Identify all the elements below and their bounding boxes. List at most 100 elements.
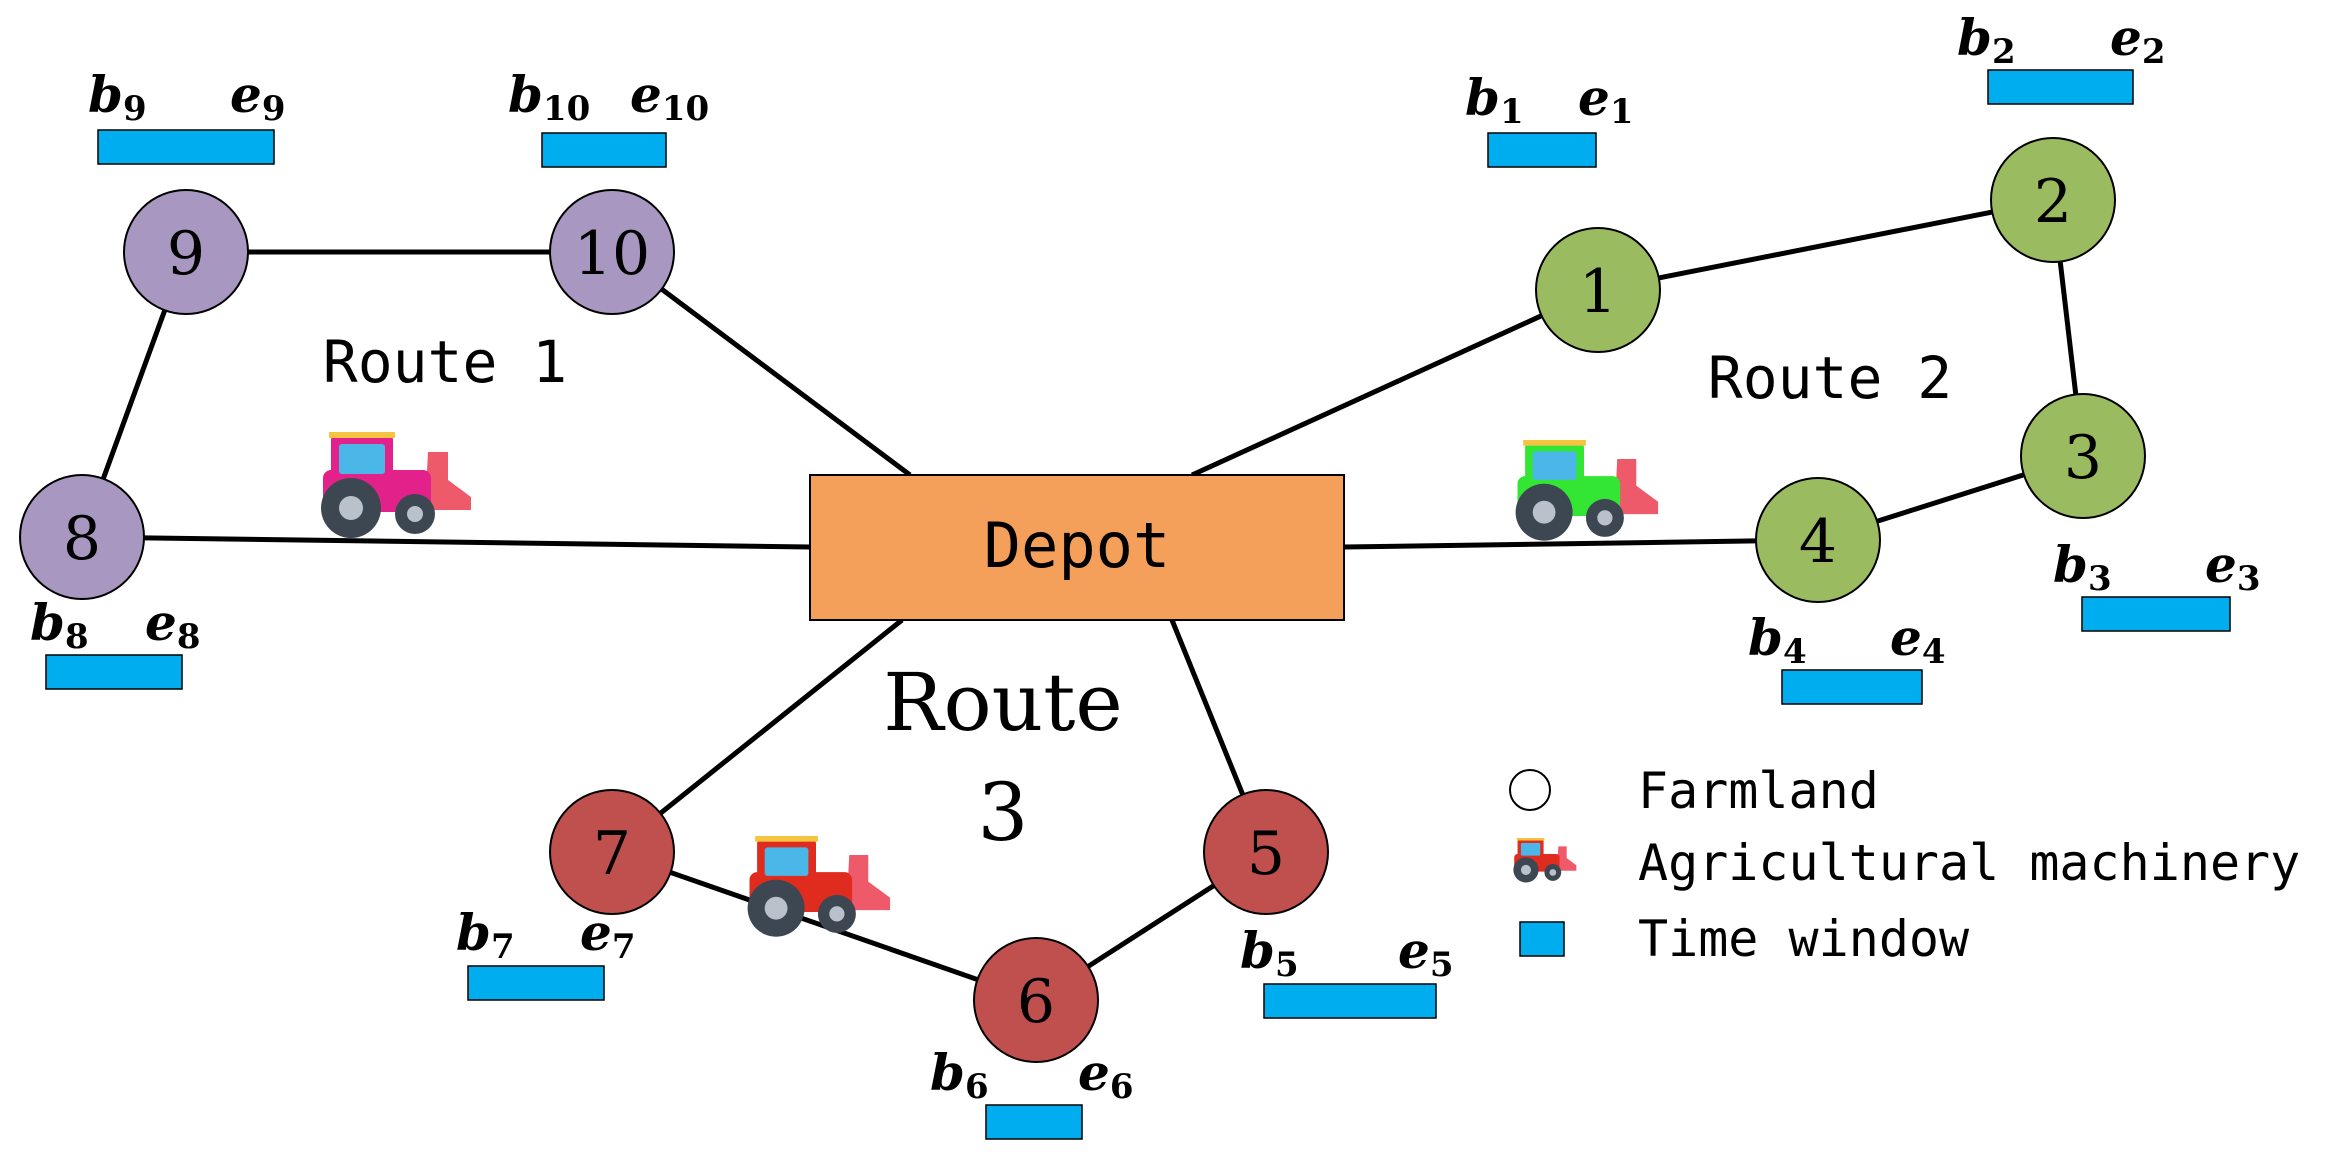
farmland-circle bbox=[973, 937, 1099, 1063]
route-1-label: Route 1 bbox=[323, 328, 567, 396]
time-window-bar bbox=[1263, 983, 1437, 1019]
time-window-begin-label: b1 bbox=[1465, 68, 1524, 132]
farmland-nodes: 1 2 3 4 5 6 7 8 9 10 bbox=[19, 137, 2146, 1063]
time-window-1: b1 e1 bbox=[1465, 68, 1633, 168]
farmland-circle bbox=[1755, 477, 1881, 603]
time-window-8: b8 e8 bbox=[30, 593, 200, 690]
time-window-bar bbox=[541, 132, 667, 168]
time-window-end-label: e9 bbox=[230, 65, 285, 129]
legend: Farmland Agricultural machinery Time win… bbox=[1509, 762, 2300, 968]
farmland-node-7: 7 bbox=[549, 789, 675, 915]
farmland-circle bbox=[1535, 227, 1661, 353]
time-window-end-subscript: 10 bbox=[662, 89, 709, 129]
time-window-begin-subscript: 9 bbox=[123, 89, 147, 129]
edge-5-6 bbox=[1086, 883, 1216, 969]
farmland-node-4: 4 bbox=[1755, 477, 1881, 603]
circle-icon bbox=[1509, 769, 1551, 811]
time-window-begin-subscript: 4 bbox=[1783, 632, 1807, 672]
time-window-end-label: e10 bbox=[630, 65, 709, 129]
route-2-label: Route 2 bbox=[1708, 344, 1952, 412]
time-window-end-subscript: 8 bbox=[177, 617, 201, 657]
farmland-node-8: 8 bbox=[19, 474, 145, 600]
time-window-begin-subscript: 6 bbox=[965, 1067, 989, 1107]
edge-depot-5 bbox=[1169, 619, 1246, 796]
time-window-end-label: e5 bbox=[1398, 921, 1453, 985]
time-window-begin-label: b4 bbox=[1748, 608, 1807, 672]
edge-8-depot bbox=[143, 535, 811, 550]
time-window-end-label: e7 bbox=[580, 903, 635, 967]
farmland-circle bbox=[123, 189, 249, 315]
depot-box bbox=[809, 474, 1345, 621]
route-3-label-line1: Route bbox=[883, 656, 1122, 749]
farmland-node-label: 7 bbox=[593, 819, 631, 889]
time-window-bar bbox=[2081, 596, 2231, 632]
farmland-node-9: 9 bbox=[123, 189, 249, 315]
time-window-begin-subscript: 10 bbox=[543, 89, 590, 129]
time-window-begin-label: b8 bbox=[30, 593, 89, 657]
edge-4-depot bbox=[1343, 538, 1757, 550]
farmland-node-label: 6 bbox=[1017, 967, 1055, 1037]
time-window-end-subscript: 4 bbox=[1922, 632, 1946, 672]
time-window-10: b10 e10 bbox=[508, 65, 709, 168]
farmland-node-10: 10 bbox=[549, 189, 675, 315]
farmland-node-2: 2 bbox=[1990, 137, 2116, 263]
route-edges bbox=[100, 209, 2079, 982]
time-window-bar bbox=[45, 654, 183, 690]
farmland-circle bbox=[1203, 789, 1329, 915]
time-window-begin-label: b5 bbox=[1240, 921, 1299, 985]
time-window-4: b4 e4 bbox=[1748, 608, 1945, 705]
farmland-node-label: 10 bbox=[574, 219, 650, 289]
time-window-begin-subscript: 2 bbox=[1992, 32, 2016, 72]
time-window-end-subscript: 7 bbox=[612, 927, 636, 967]
legend-label-time-window: Time window bbox=[1638, 910, 1970, 968]
time-window-begin-label: b3 bbox=[2053, 535, 2112, 599]
edge-9-8 bbox=[100, 309, 168, 480]
time-window-end-label: e3 bbox=[2205, 535, 2260, 599]
time-window-end-subscript: 1 bbox=[1610, 92, 1634, 132]
time-window-begin-label: b6 bbox=[930, 1043, 989, 1107]
depot: Depot bbox=[809, 474, 1345, 621]
farmland-circle bbox=[549, 189, 675, 315]
time-window-bar bbox=[1487, 132, 1597, 168]
time-window-end-subscript: 2 bbox=[2142, 32, 2166, 72]
time-window-9: b9 e9 bbox=[88, 65, 285, 165]
time-window-begin-label: b2 bbox=[1957, 8, 2016, 72]
time-window-bar bbox=[467, 965, 605, 1001]
farmland-node-6: 6 bbox=[973, 937, 1099, 1063]
time-window-bar bbox=[97, 129, 275, 165]
farmland-node-5: 5 bbox=[1203, 789, 1329, 915]
time-window-bar bbox=[1987, 69, 2134, 105]
farmland-node-label: 2 bbox=[2034, 167, 2072, 237]
time-window-begin-subscript: 5 bbox=[1275, 945, 1299, 985]
tractor-icon bbox=[1513, 838, 1577, 883]
rectangle-icon bbox=[1519, 921, 1565, 957]
farmland-node-3: 3 bbox=[2020, 393, 2146, 519]
legend-label-machinery: Agricultural machinery bbox=[1638, 834, 2300, 892]
depot-label: Depot bbox=[984, 509, 1171, 582]
legend-label-farmland: Farmland bbox=[1638, 762, 1879, 820]
route-3-label-line2: 3 bbox=[978, 766, 1029, 859]
time-window-begin-subscript: 7 bbox=[491, 927, 515, 967]
time-window-begin-subscript: 3 bbox=[2088, 559, 2112, 599]
time-window-end-label: e4 bbox=[1890, 608, 1945, 672]
edge-7-depot bbox=[658, 618, 904, 816]
time-window-end-label: e2 bbox=[2110, 8, 2165, 72]
farmland-node-label: 4 bbox=[1799, 507, 1837, 577]
farmland-circle bbox=[549, 789, 675, 915]
time-window-3: b3 e3 bbox=[2053, 535, 2260, 632]
farmland-circle bbox=[19, 474, 145, 600]
time-window-end-label: e8 bbox=[145, 593, 200, 657]
time-window-begin-label: b10 bbox=[508, 65, 590, 129]
time-window-5: b5 e5 bbox=[1240, 921, 1453, 1019]
tractor-icon-route-2 bbox=[1515, 440, 1659, 541]
farmland-node-label: 3 bbox=[2064, 423, 2102, 493]
time-window-end-label: e1 bbox=[1578, 68, 1633, 132]
edge-3-4 bbox=[1876, 472, 2025, 524]
time-window-begin-label: b9 bbox=[88, 65, 147, 129]
edge-1-2 bbox=[1658, 209, 1993, 281]
farmland-circle bbox=[1990, 137, 2116, 263]
farmland-node-1: 1 bbox=[1535, 227, 1661, 353]
